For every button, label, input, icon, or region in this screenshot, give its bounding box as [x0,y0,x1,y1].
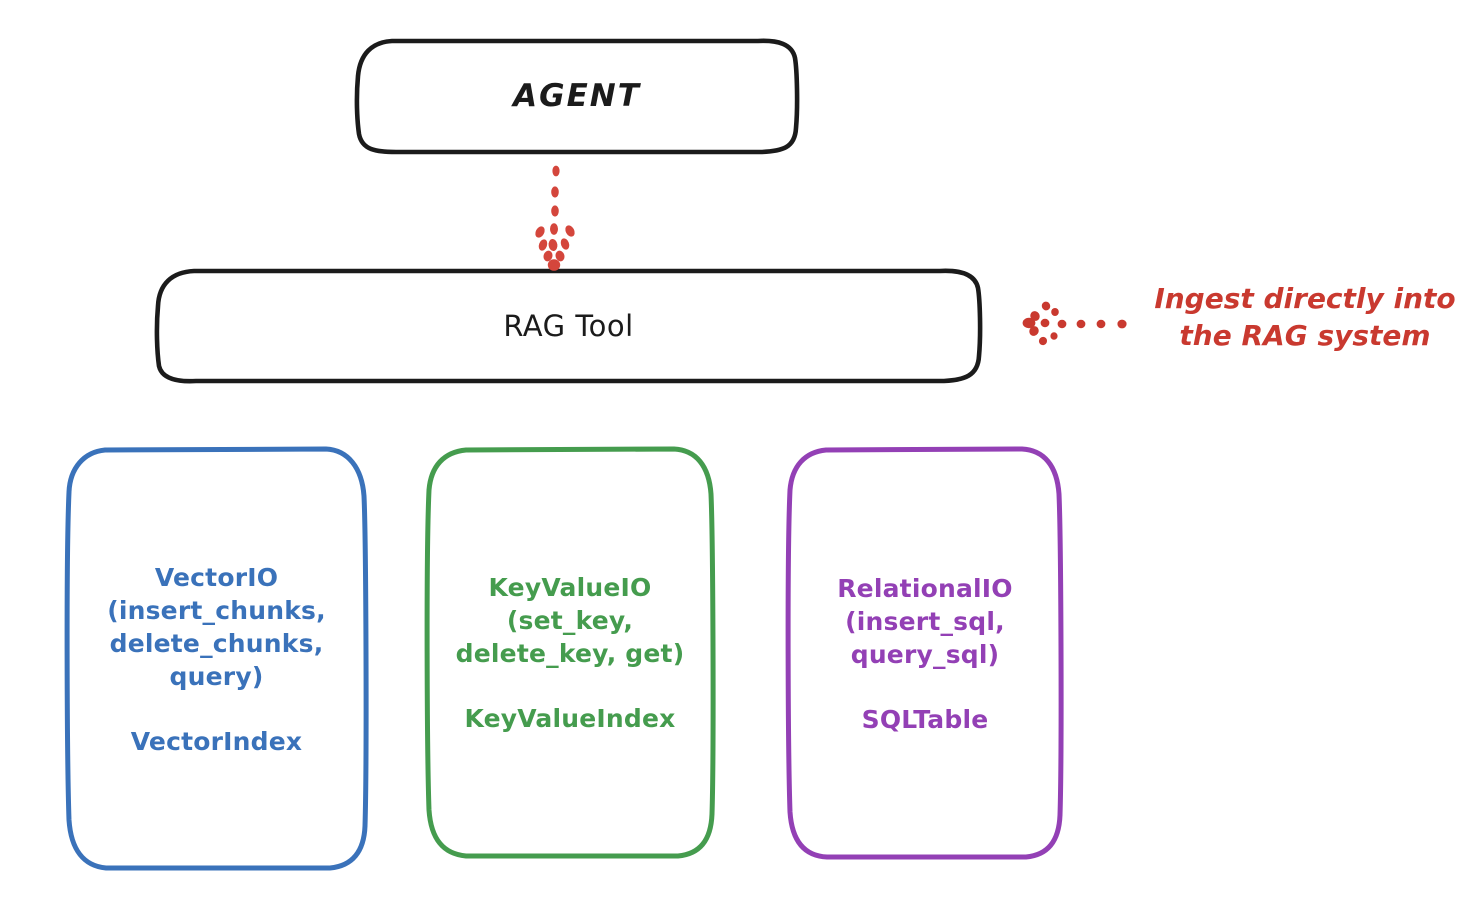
node-relational-io-shape[interactable] [785,446,1064,860]
node-vector-io-shape[interactable] [64,446,369,871]
connector-agent-to-rag-tool [535,165,575,271]
node-agent-shape[interactable] [354,38,800,155]
node-key-value-io-shape[interactable] [424,446,716,859]
node-rag-tool-shape[interactable] [154,268,983,384]
connector-ingest-arrow [1022,301,1127,346]
